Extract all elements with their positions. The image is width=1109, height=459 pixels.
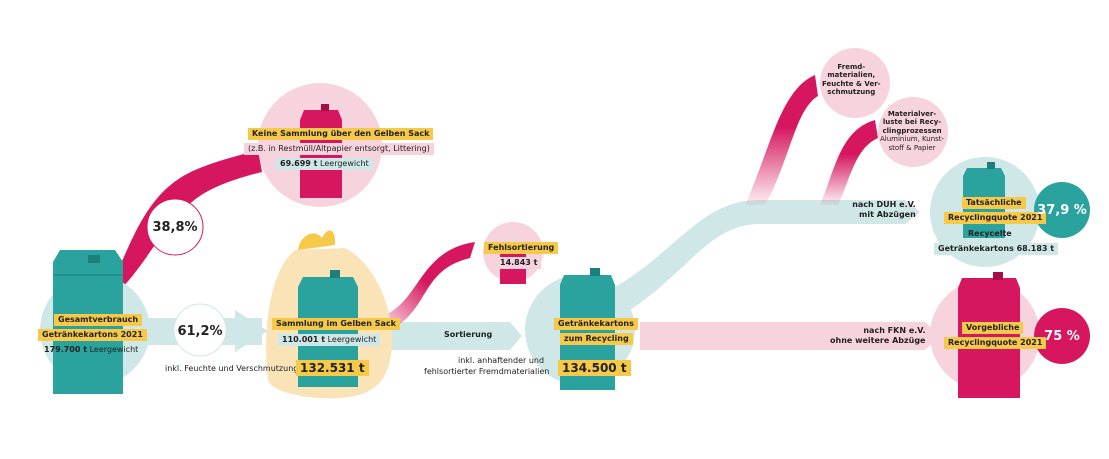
- foreign-loss-line4: schmutzung: [827, 88, 876, 97]
- missort-value: 14.843 t: [496, 257, 542, 269]
- yellow-sack-dry-value: 110.001 t: [282, 335, 326, 344]
- flow-arrow-to-sack: [235, 310, 268, 352]
- total-unit: Leergewicht: [89, 345, 139, 354]
- duh-recycled-line1: Recycelte: [968, 229, 1012, 238]
- sorting-note-line2: fehlsortierter Fremdmaterialien: [424, 367, 550, 376]
- process-loss-line5: stoff & Papier: [888, 143, 936, 152]
- no-collection-value-row: 69.699 t Leergewicht: [276, 158, 373, 170]
- process-loss-label: Materialver- luste bei Recy- clingprozes…: [880, 110, 944, 152]
- yellow-sack-title: Sammlung im Gelben Sack: [272, 318, 400, 330]
- fkn-path-line1: nach FKN e.V.: [863, 326, 926, 335]
- process-loss-line1: Materialver-: [887, 110, 937, 118]
- recycling-input-title-line2: zum Recycling: [560, 333, 633, 345]
- total-value: 179.700 t: [44, 345, 88, 354]
- duh-recycled-line2: Getränkekartons 68.183 t: [934, 243, 1059, 255]
- foreign-loss-line1: Fremd-: [837, 63, 866, 71]
- no-collection-percent: 38,8%: [152, 220, 198, 235]
- circle-foreign-loss: [820, 48, 890, 118]
- no-collection-note: (z.B. in Restmüll/Altpapier entsorgt, Li…: [244, 143, 434, 155]
- flow-recycling-to-fkn: [640, 322, 940, 350]
- foreign-loss-line2: materialien,: [827, 71, 876, 80]
- sorting-note-line1: inkl. anhaftender und: [458, 356, 545, 365]
- duh-path-line1: nach DUH e.V.: [852, 200, 916, 209]
- duh-path-line2: mit Abzügen: [859, 209, 916, 219]
- process-loss-line4: Aluminium, Kunst-: [880, 135, 945, 144]
- fkn-title-line2: Recyclingquote 2021: [944, 337, 1047, 349]
- process-loss-line3: clingprozessen: [882, 126, 942, 135]
- missort-title: Fehlsortierung: [484, 242, 559, 254]
- carton-total: [53, 250, 123, 394]
- yellow-sack-wet-value: 132.531 t: [296, 360, 369, 377]
- total-value-row: 179.700 t Leergewicht: [44, 345, 138, 355]
- fkn-path-label: nach FKN e.V. ohne weitere Abzüge: [830, 326, 925, 345]
- no-collection-unit: Leergewicht: [320, 159, 369, 168]
- circle-process-loss: [878, 97, 948, 167]
- flow-recycling-to-process-loss: [820, 120, 878, 205]
- flow-sorting-to-missort: [385, 242, 475, 330]
- total-title-line2: Getränkekartons 2021: [38, 329, 147, 341]
- duh-percent: 37,9 %: [1037, 203, 1087, 218]
- foreign-loss-line3: Feuchte & Ver-: [822, 79, 881, 88]
- duh-path-label: nach DUH e.V. mit Abzügen: [846, 200, 916, 219]
- yellow-sack-unit: Leergewicht: [327, 335, 377, 344]
- sorting-label: Sortierung: [444, 330, 493, 339]
- no-collection-title: Keine Sammlung über den Gelben Sack: [248, 128, 434, 140]
- flow-sack-to-recycling: [380, 322, 522, 350]
- flow-recycling-to-foreign-loss: [745, 75, 818, 205]
- yellow-sack-dry-row: 110.001 t Leergewicht: [278, 334, 381, 346]
- duh-title-line1: Tatsächliche: [962, 197, 1026, 209]
- circle-percent-38: [146, 198, 204, 256]
- recycling-input-value: 134.500 t: [558, 360, 631, 377]
- no-collection-value: 69.699 t: [280, 159, 318, 168]
- circle-duh-percent: [1034, 182, 1090, 238]
- yellow-sack-knot: [298, 230, 336, 250]
- fkn-path-line2: ohne weitere Abzüge: [830, 335, 926, 345]
- recycling-input-title-line1: Getränkekartons: [554, 318, 638, 330]
- carton-fkn: [958, 272, 1020, 398]
- circle-percent-61: [173, 303, 227, 357]
- foreign-loss-label: Fremd- materialien, Feuchte & Ver- schmu…: [822, 63, 881, 97]
- fkn-title-line1: Vorgebliche: [962, 322, 1024, 334]
- fkn-percent: 75 %: [1044, 329, 1080, 344]
- yellow-sack-percent: 61,2%: [177, 324, 223, 339]
- duh-title-line2: Recyclingquote 2021: [944, 212, 1047, 224]
- process-loss-line2: luste bei Recy-: [882, 118, 942, 127]
- flow-recycling-to-duh: [610, 200, 920, 310]
- yellow-sack-moisture-note: inkl. Feuchte und Verschmutzung: [165, 364, 299, 373]
- flow-total-to-no-collection: [118, 150, 262, 290]
- circle-fkn-percent: [1034, 308, 1090, 364]
- total-title-line1: Gesamtverbrauch: [54, 314, 143, 326]
